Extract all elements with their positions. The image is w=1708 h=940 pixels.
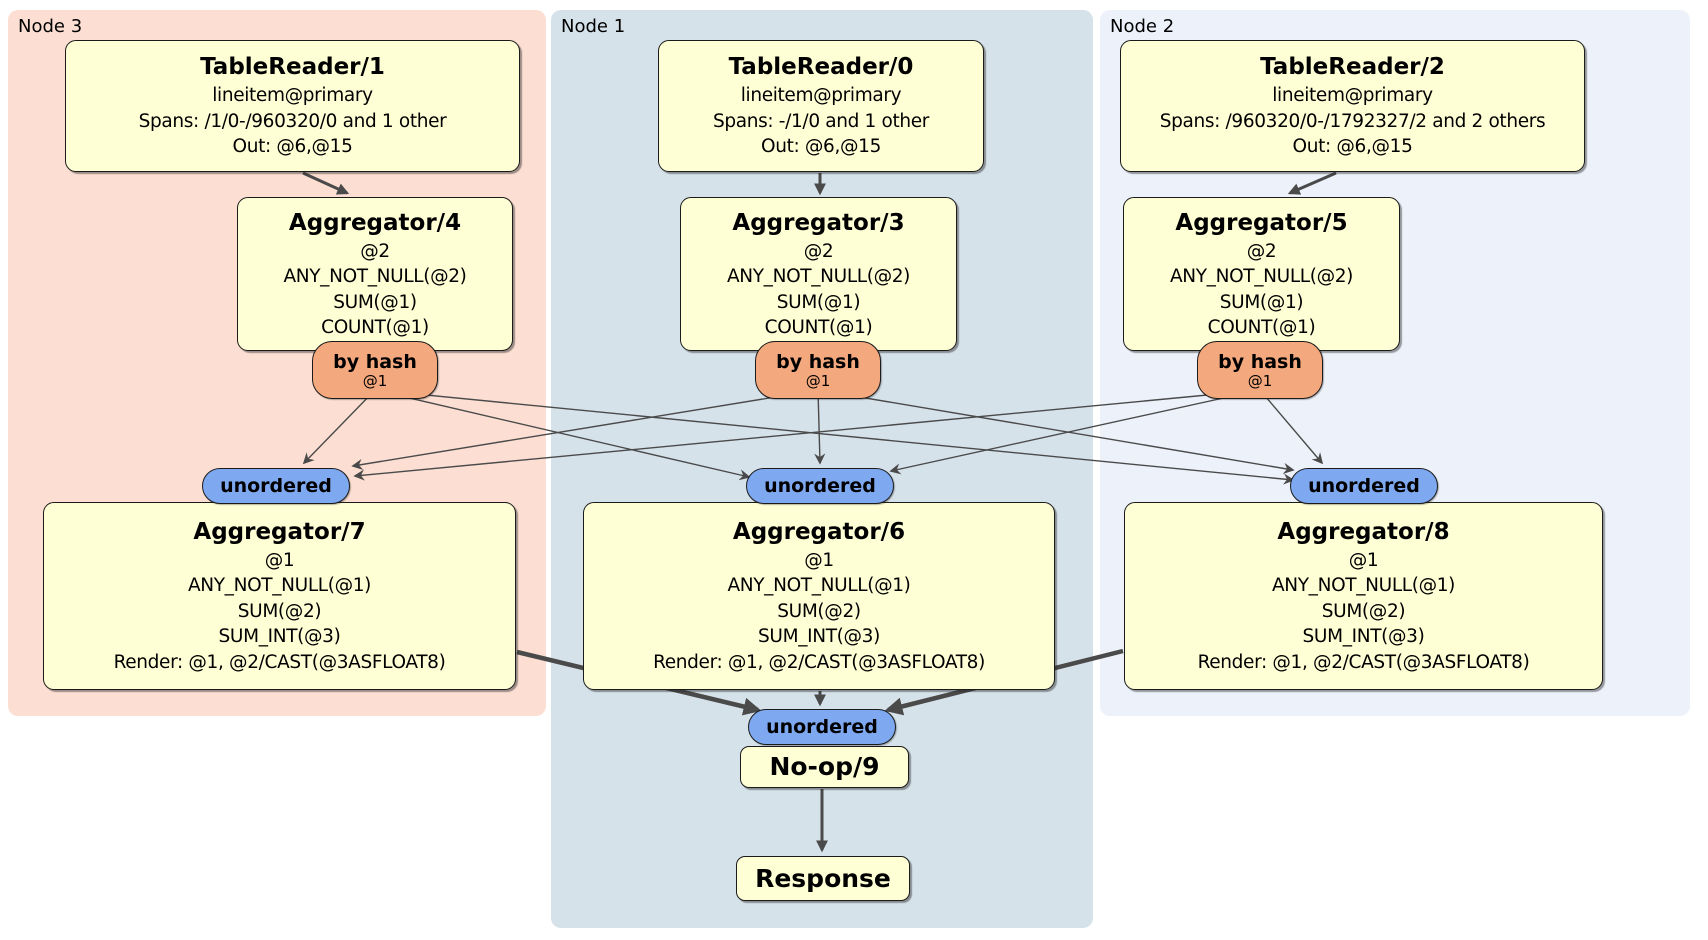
router-label: by hash (776, 350, 860, 373)
sync-label: unordered (220, 475, 332, 497)
processor-detail: Spans: /1/0-/960320/0 and 1 other (138, 110, 447, 132)
processor-detail: SUM_INT(@3) (758, 626, 880, 648)
processor-detail: @2 (1246, 240, 1277, 262)
processor-aggregator-8: Aggregator/8 @1 ANY_NOT_NULL(@1) SUM(@2)… (1124, 502, 1603, 690)
sync-label: unordered (764, 475, 876, 497)
router-label: by hash (1218, 350, 1302, 373)
processor-detail: Out: @6,@15 (761, 136, 881, 158)
router-hash-key: @1 (805, 371, 831, 390)
processor-detail: SUM(@2) (777, 600, 861, 622)
processor-detail: @2 (803, 240, 834, 262)
sync-unordered-9: unordered (748, 709, 896, 745)
processor-detail: SUM_INT(@3) (218, 626, 341, 648)
processor-detail: SUM(@2) (1321, 600, 1406, 622)
processor-title: Aggregator/4 (288, 209, 462, 236)
router-label: by hash (333, 350, 417, 373)
sync-label: unordered (1308, 475, 1420, 497)
processor-title: TableReader/1 (200, 54, 385, 81)
processor-detail: Render: @1, @2/CAST(@3ASFLOAT8) (113, 651, 446, 673)
processor-detail: SUM(@1) (1219, 291, 1304, 313)
processor-title: TableReader/0 (728, 54, 914, 81)
processor-detail: Spans: -/1/0 and 1 other (712, 110, 930, 132)
processor-aggregator-6: Aggregator/6 @1 ANY_NOT_NULL(@1) SUM(@2)… (583, 502, 1055, 690)
processor-noop-9: No-op/9 (740, 746, 909, 788)
processor-detail: ANY_NOT_NULL(@2) (726, 266, 911, 287)
router-by-hash-4: by hash @1 (312, 341, 438, 399)
panel-node3-label: Node 3 (18, 16, 83, 37)
processor-detail: lineitem@primary (1272, 85, 1433, 107)
processor-detail: Render: @1, @2/CAST(@3ASFLOAT8) (1197, 651, 1530, 673)
processor-title: Aggregator/5 (1175, 209, 1348, 236)
processor-detail: @1 (264, 549, 295, 571)
processor-title: No-op/9 (769, 752, 880, 781)
processor-detail: Out: @6,@15 (232, 136, 353, 158)
processor-aggregator-5: Aggregator/5 @2 ANY_NOT_NULL(@2) SUM(@1)… (1123, 197, 1400, 351)
processor-aggregator-3: Aggregator/3 @2 ANY_NOT_NULL(@2) SUM(@1)… (680, 197, 957, 351)
processor-title: Aggregator/8 (1277, 518, 1450, 545)
processor-detail: COUNT(@1) (1207, 317, 1316, 338)
sync-label: unordered (766, 716, 878, 738)
router-hash-key: @1 (1247, 371, 1273, 390)
processor-detail: SUM(@2) (237, 600, 322, 622)
processor-detail: ANY_NOT_NULL(@1) (1271, 575, 1456, 597)
processor-detail: SUM(@1) (776, 291, 861, 313)
processor-detail: @1 (804, 549, 834, 571)
router-hash-key: @1 (362, 371, 388, 390)
processor-title: Aggregator/6 (732, 518, 906, 545)
processor-aggregator-4: Aggregator/4 @2 ANY_NOT_NULL(@2) SUM(@1)… (237, 197, 513, 351)
processor-title: Response (755, 863, 891, 893)
router-by-hash-3: by hash @1 (755, 341, 881, 399)
processor-detail: ANY_NOT_NULL(@2) (1169, 266, 1354, 287)
processor-tablereader-2: TableReader/2 lineitem@primary Spans: /9… (1120, 40, 1585, 172)
processor-title: Aggregator/7 (193, 518, 366, 545)
processor-tablereader-0: TableReader/0 lineitem@primary Spans: -/… (658, 40, 984, 172)
processor-detail: SUM(@1) (333, 291, 417, 313)
processor-title: Aggregator/3 (732, 209, 905, 236)
sync-unordered-6: unordered (746, 468, 894, 504)
processor-detail: lineitem@primary (212, 85, 373, 107)
processor-detail: Out: @6,@15 (1292, 136, 1413, 158)
router-by-hash-5: by hash @1 (1197, 341, 1323, 399)
processor-title: TableReader/2 (1260, 54, 1445, 81)
panel-node2-label: Node 2 (1110, 16, 1175, 37)
processor-detail: lineitem@primary (740, 85, 902, 107)
processor-detail: ANY_NOT_NULL(@1) (727, 575, 911, 597)
processor-detail: Spans: /960320/0-/1792327/2 and 2 others (1159, 110, 1546, 132)
processor-detail: @1 (1348, 549, 1379, 571)
processor-detail: @2 (360, 240, 390, 262)
processor-detail: SUM_INT(@3) (1302, 626, 1425, 648)
processor-detail: ANY_NOT_NULL(@1) (187, 575, 372, 597)
processor-detail: COUNT(@1) (764, 317, 873, 338)
processor-detail: ANY_NOT_NULL(@2) (283, 266, 467, 287)
processor-aggregator-7: Aggregator/7 @1 ANY_NOT_NULL(@1) SUM(@2)… (43, 502, 516, 690)
sync-unordered-8: unordered (1290, 468, 1438, 504)
processor-tablereader-1: TableReader/1 lineitem@primary Spans: /1… (65, 40, 520, 172)
sync-unordered-7: unordered (202, 468, 350, 504)
processor-response: Response (736, 856, 910, 901)
processor-detail: COUNT(@1) (321, 317, 429, 338)
processor-detail: Render: @1, @2/CAST(@3ASFLOAT8) (653, 651, 985, 673)
panel-node1-label: Node 1 (561, 16, 626, 37)
